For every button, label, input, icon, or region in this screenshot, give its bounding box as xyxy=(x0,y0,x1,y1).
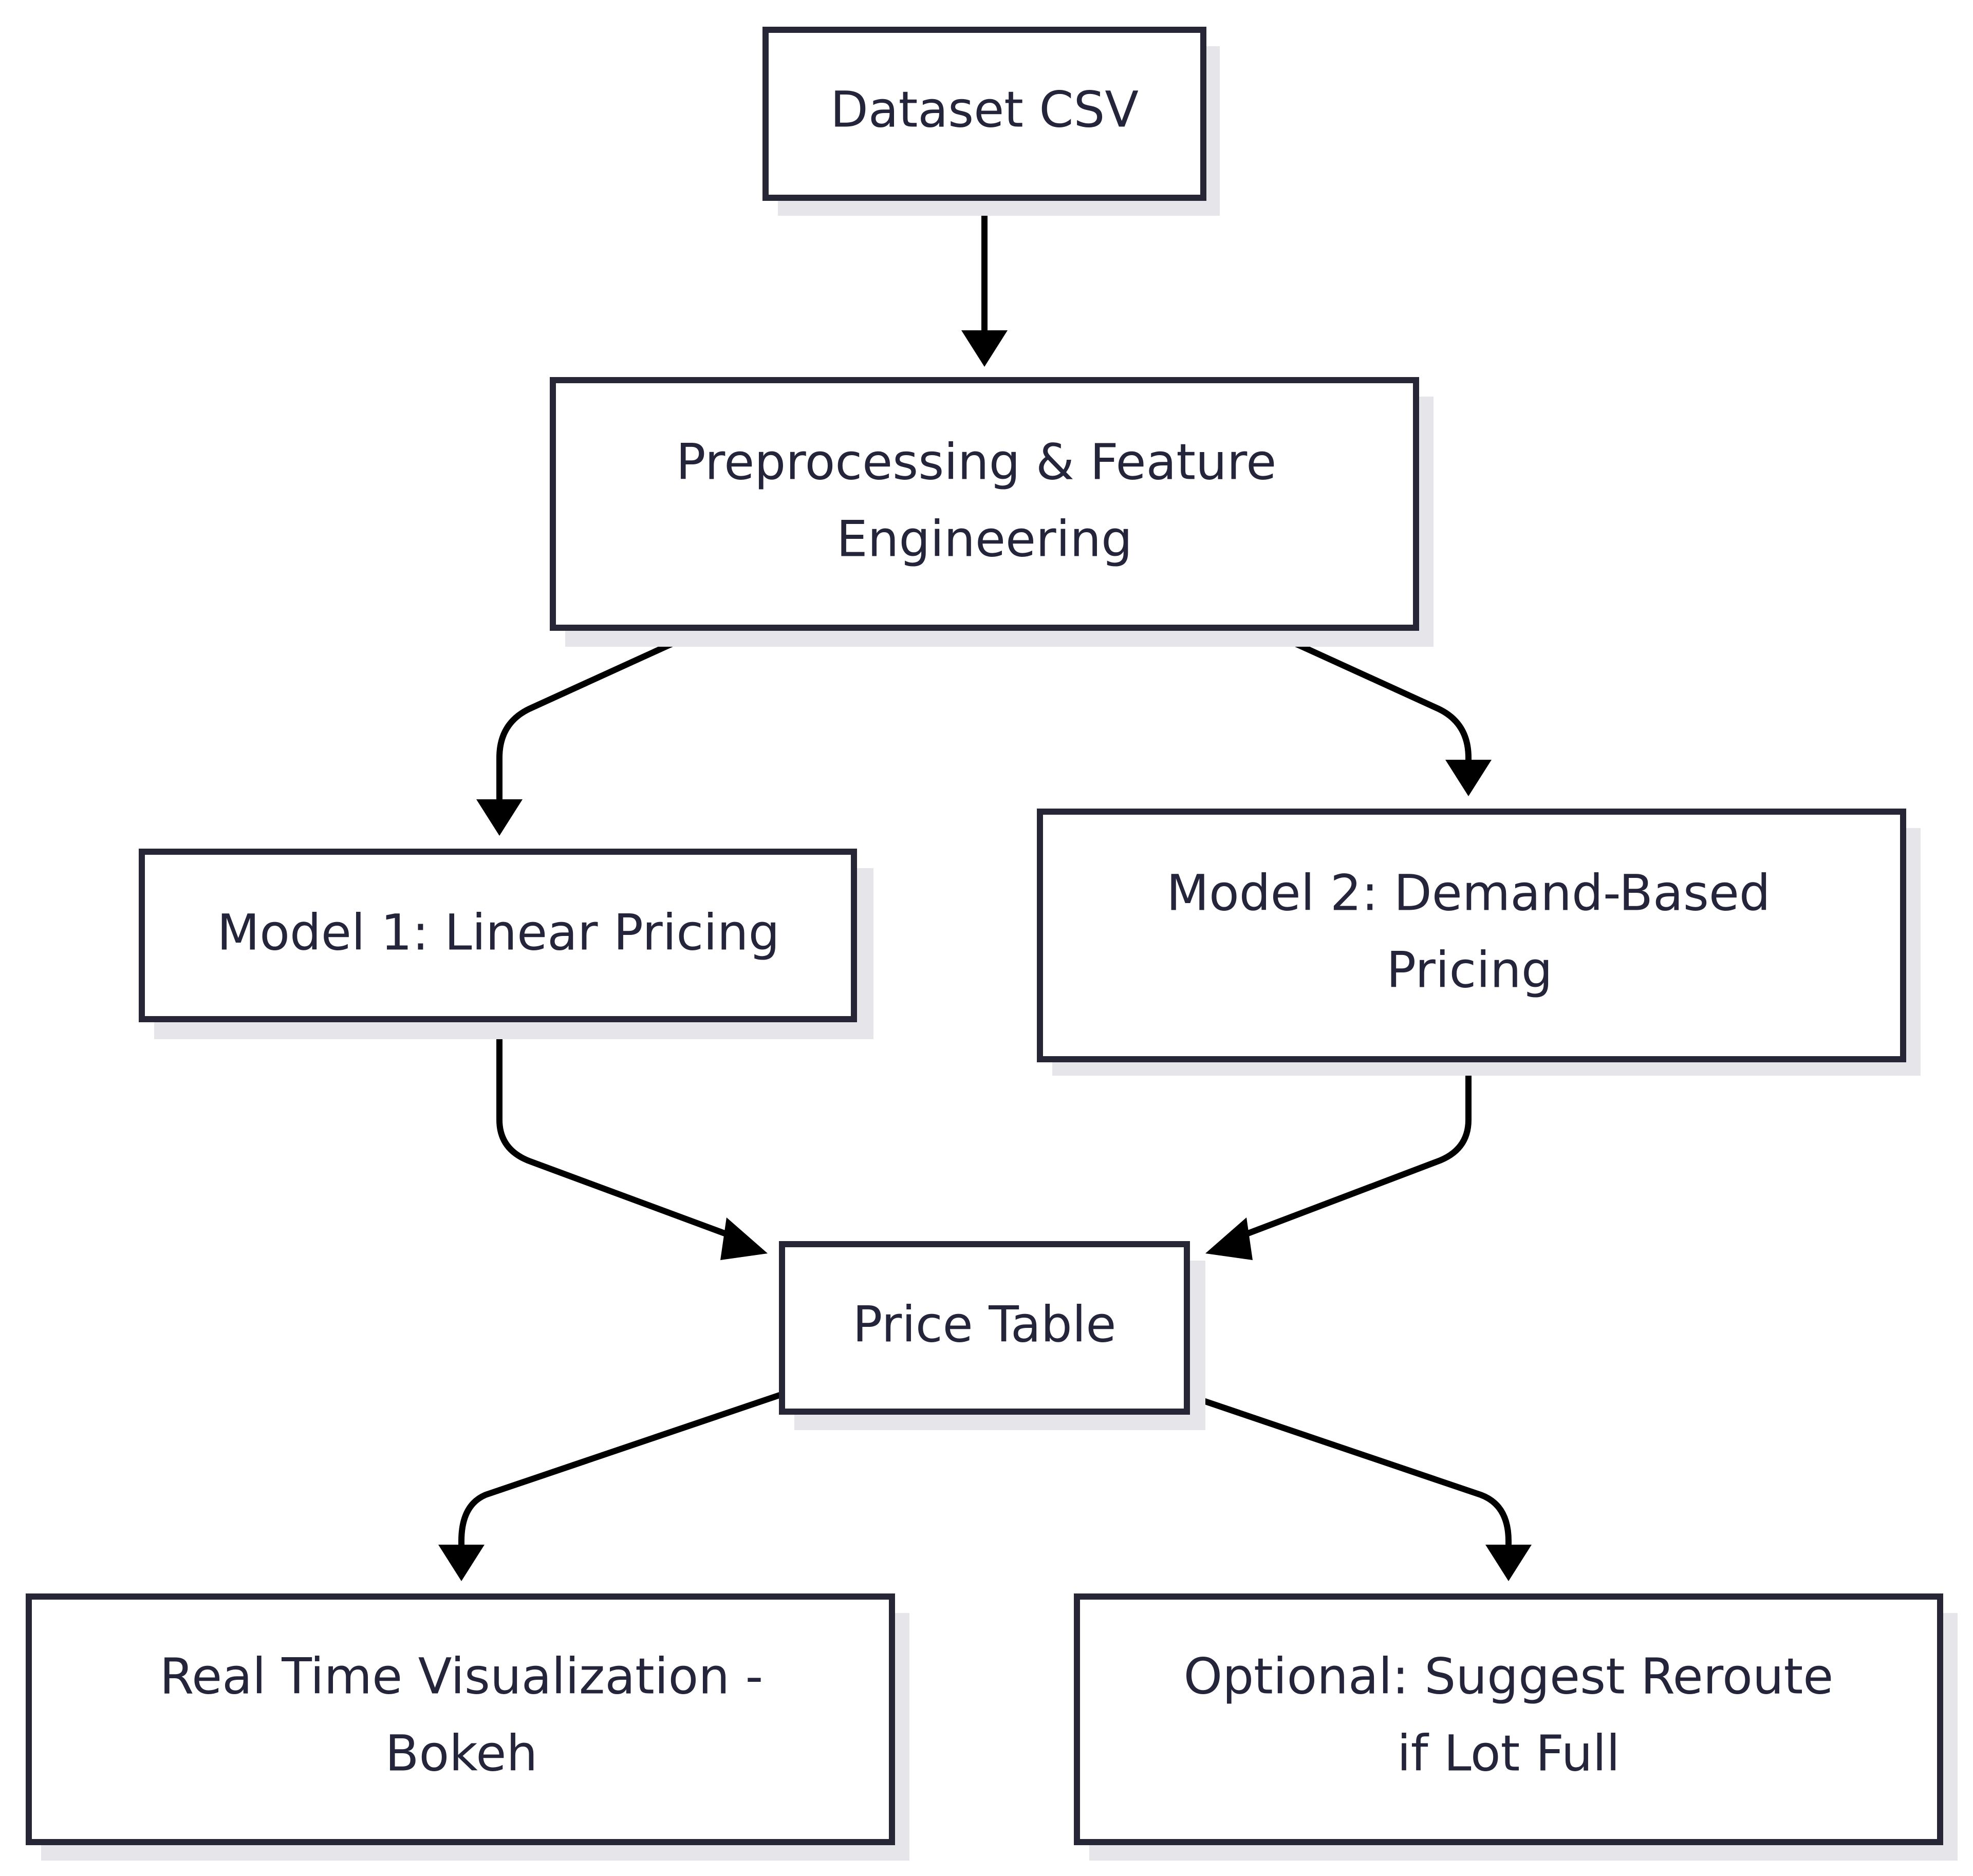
node-real-time-visualization: Real Time Visualization - Bokeh xyxy=(26,1593,909,1861)
edge-model2-to-price-table xyxy=(1205,1058,1472,1260)
node-label-line-1: Preprocessing & Feature xyxy=(676,433,1277,491)
node-model-2: Model 2: Demand-Based Pricing xyxy=(1037,809,1921,1076)
edge-model1-to-price-table xyxy=(496,1019,768,1260)
node-label-line-2: Engineering xyxy=(836,510,1132,568)
node-label: Price Table xyxy=(853,1296,1116,1353)
node-label-line-1: Optional: Suggest Reroute xyxy=(1184,1647,1834,1705)
edge-price-table-to-reroute xyxy=(1184,1392,1532,1581)
edges xyxy=(438,195,1532,1581)
edge-dataset-to-preprocessing xyxy=(961,195,1008,367)
node-label-line-1: Real Time Visualization - xyxy=(160,1647,763,1705)
edge-preprocessing-to-model1 xyxy=(476,626,708,836)
node-label: Model 1: Linear Pricing xyxy=(217,904,779,961)
node-dataset-csv: Dataset CSV xyxy=(762,27,1220,216)
node-label: Dataset CSV xyxy=(830,81,1139,138)
edge-price-table-to-visualization xyxy=(438,1392,783,1581)
edge-preprocessing-to-model2 xyxy=(1260,626,1492,796)
node-model-1: Model 1: Linear Pricing xyxy=(139,849,873,1039)
node-preprocessing: Preprocessing & Feature Engineering xyxy=(550,377,1434,647)
node-label-line-2: Bokeh xyxy=(385,1724,538,1782)
node-label-line-2: Pricing xyxy=(1386,941,1553,999)
node-price-table: Price Table xyxy=(779,1241,1205,1430)
node-label-line-2: if Lot Full xyxy=(1397,1724,1620,1782)
node-optional-reroute: Optional: Suggest Reroute if Lot Full xyxy=(1074,1593,1958,1861)
node-label-line-1: Model 2: Demand-Based xyxy=(1166,864,1771,922)
